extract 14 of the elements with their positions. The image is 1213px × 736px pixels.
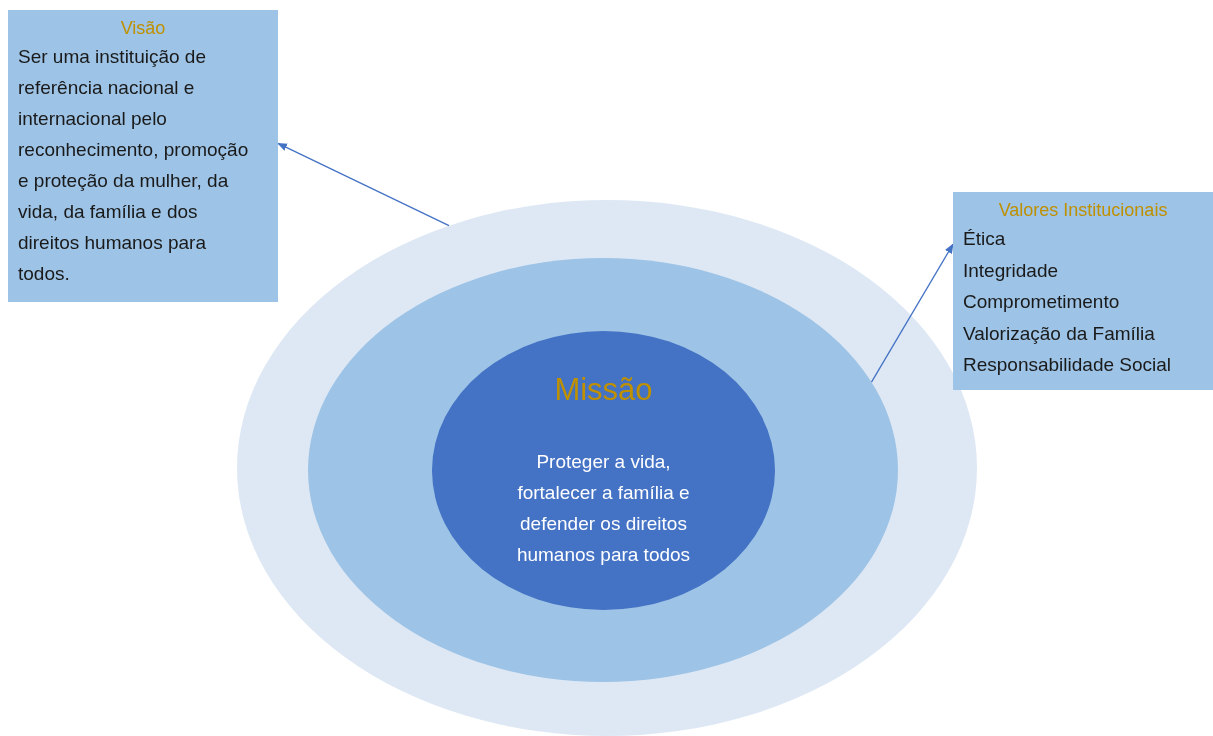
heading: Visão xyxy=(119,18,167,39)
text-card xyxy=(8,10,278,302)
arrow xyxy=(870,243,954,383)
list-item: Comprometimento xyxy=(963,290,1121,314)
list-item: Ética xyxy=(963,227,1007,251)
text-card xyxy=(953,192,1213,390)
list-item: Integridade xyxy=(963,258,1060,283)
list-item: Responsabilidade Social xyxy=(963,353,1173,377)
list-item: Valorização da Família xyxy=(963,321,1156,346)
heading: Valores Institucionais xyxy=(997,200,1169,221)
heading: Missão xyxy=(554,371,653,408)
body-text: Ser uma instituição de referência nacional e internacional pelo reconhecimento, promoção e proteção da mulher, da vida, da família e dos direitos humanos para todos. xyxy=(18,45,250,286)
arrow xyxy=(277,142,450,227)
body-text: Proteger a vida, fortalecer a família e defender os direitos humanos para todos xyxy=(515,449,692,567)
